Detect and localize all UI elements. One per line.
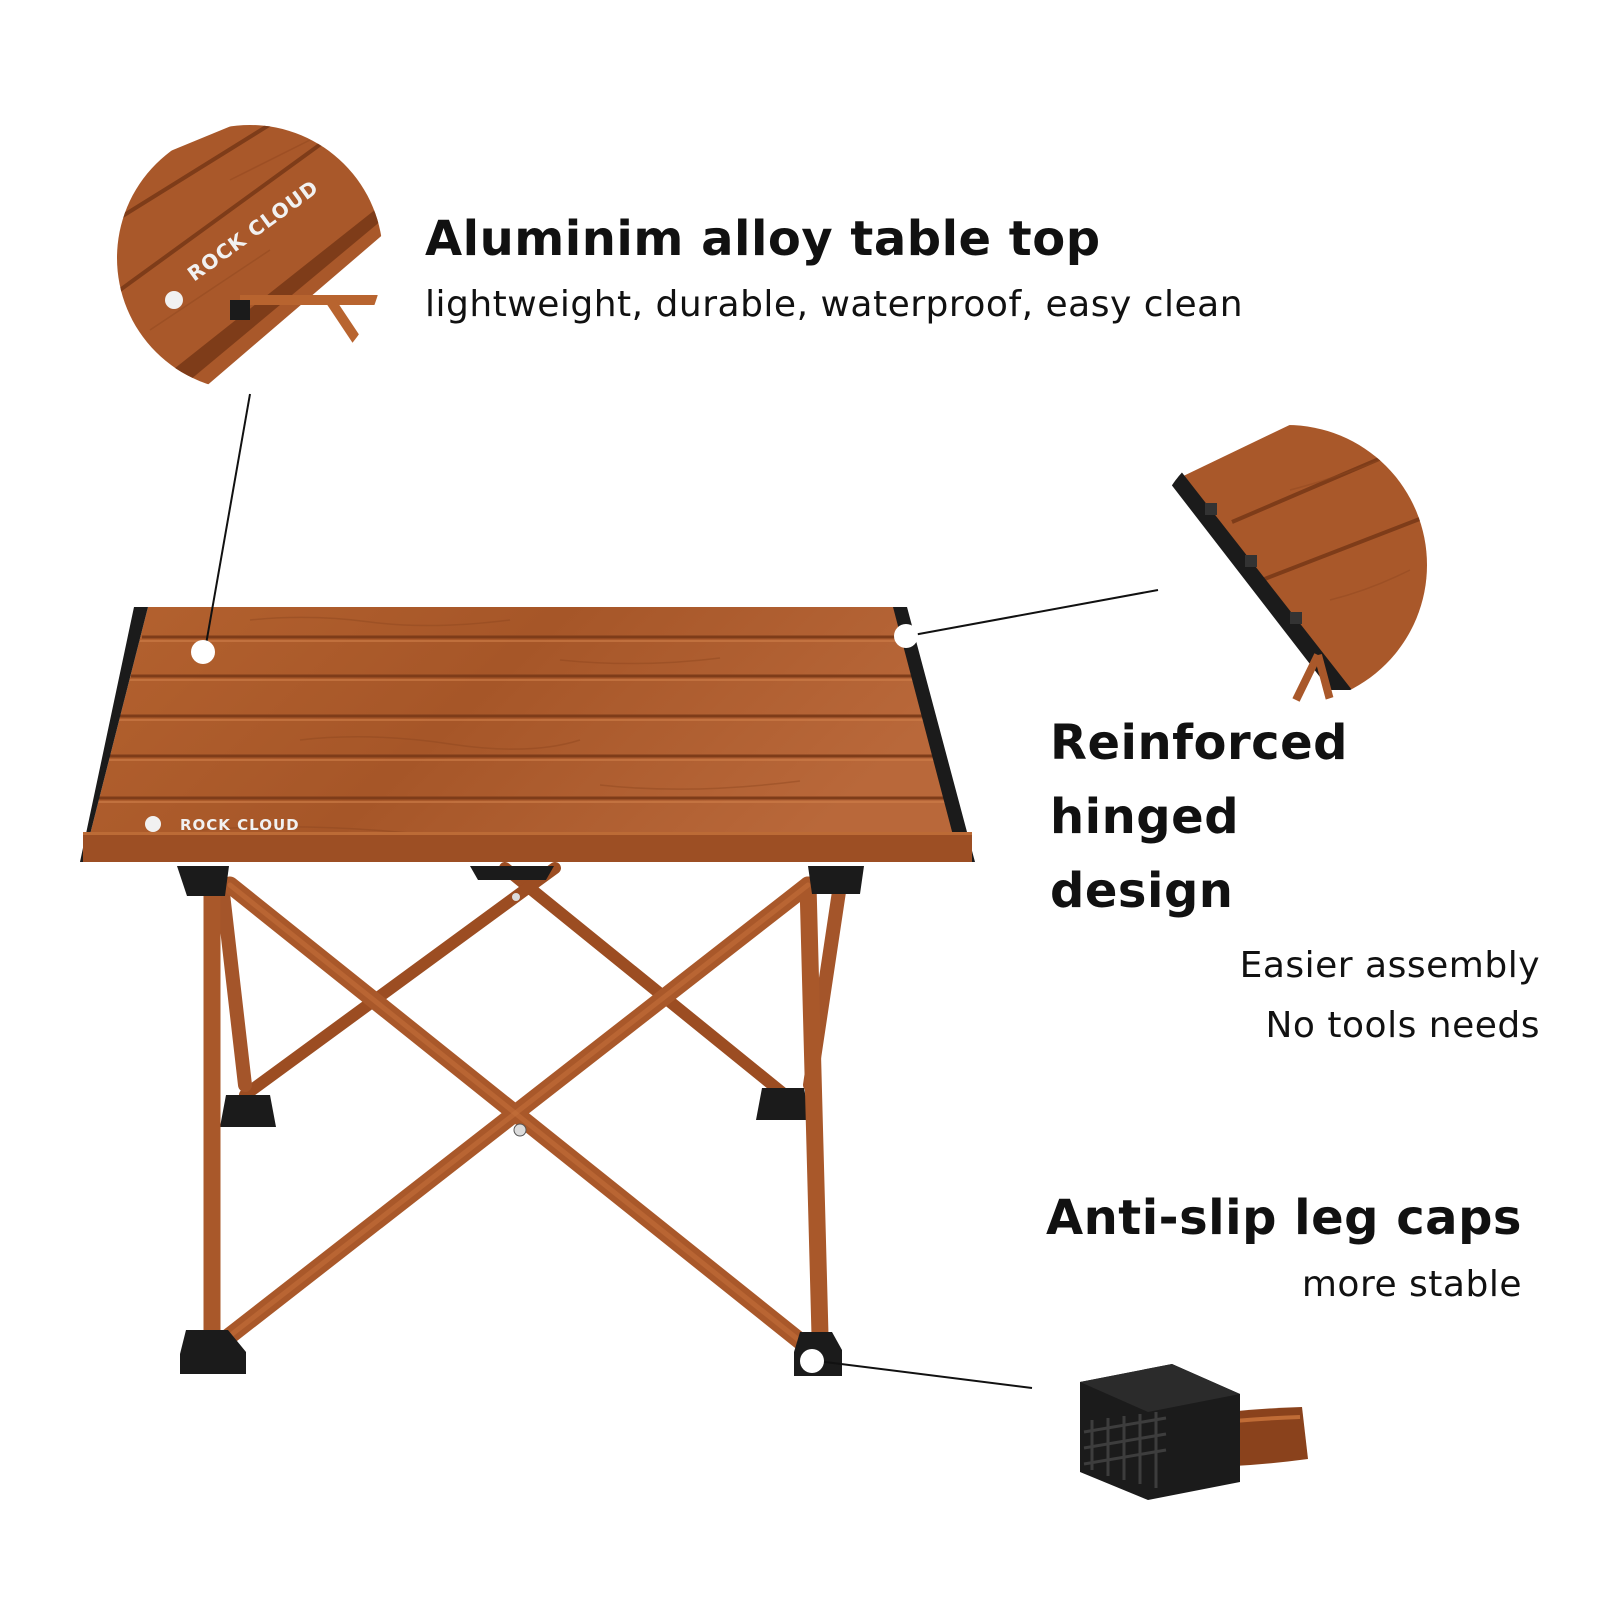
table-logo-text: ROCK CLOUD	[180, 816, 300, 834]
feature-title-table-top: Aluminim alloy table top	[425, 211, 1101, 267]
feature-hinge: Reinforced hinged design Easier assembly…	[1050, 706, 1540, 1056]
detail-tabletop-zoom: ROCK CLOUD	[117, 125, 383, 391]
pivot-rivet	[513, 1123, 527, 1137]
feature-desc-leg-caps: more stable	[1301, 1264, 1522, 1305]
front-leg-caps	[180, 1330, 842, 1376]
feature-title-leg-caps: Anti-slip leg caps	[1045, 1190, 1522, 1246]
leg-cap-front-left	[180, 1330, 246, 1374]
marker-tabletop	[191, 640, 215, 664]
callout-lines	[204, 393, 1159, 1389]
front-legs	[203, 876, 829, 1354]
table-top	[80, 607, 975, 862]
back-pivot-rivet	[512, 893, 520, 901]
back-leg-caps	[220, 1088, 810, 1127]
detail-legcap-zoom	[1080, 1364, 1308, 1500]
top-brackets	[177, 866, 864, 896]
feature-title-hinge-line2: design	[1050, 863, 1234, 919]
slat-seams	[97, 635, 953, 800]
legcap-grid	[1083, 1412, 1167, 1488]
zoom-logo-icon	[165, 291, 183, 309]
feature-desc-table-top: lightweight, durable, waterproof, easy c…	[425, 284, 1244, 325]
detail-hinge-zoom	[1147, 425, 1427, 705]
feature-title-hinge-line1: Reinforced hinged	[1050, 715, 1349, 845]
feature-leg-caps: Anti-slip leg caps more stable	[962, 1188, 1522, 1310]
folding-table: ROCK CLOUD	[80, 607, 975, 1376]
callout-markers	[191, 624, 918, 1373]
feature-desc-hinge-line2: No tools needs	[1265, 1005, 1540, 1046]
marker-legcap	[800, 1349, 824, 1373]
feature-desc-hinge-line1: Easier assembly	[1239, 945, 1540, 986]
back-legs	[215, 862, 847, 1101]
feature-desc-hinge: Easier assembly No tools needs	[1050, 936, 1540, 1056]
feature-table-top: Aluminim alloy table top lightweight, du…	[425, 210, 1325, 330]
leg-cap-back-right	[756, 1088, 810, 1120]
marker-hinge	[894, 624, 918, 648]
leg-cap-back-left	[220, 1095, 276, 1127]
end-cap-right	[893, 607, 975, 862]
table-logo-icon	[145, 816, 161, 832]
end-cap-left	[80, 607, 148, 862]
